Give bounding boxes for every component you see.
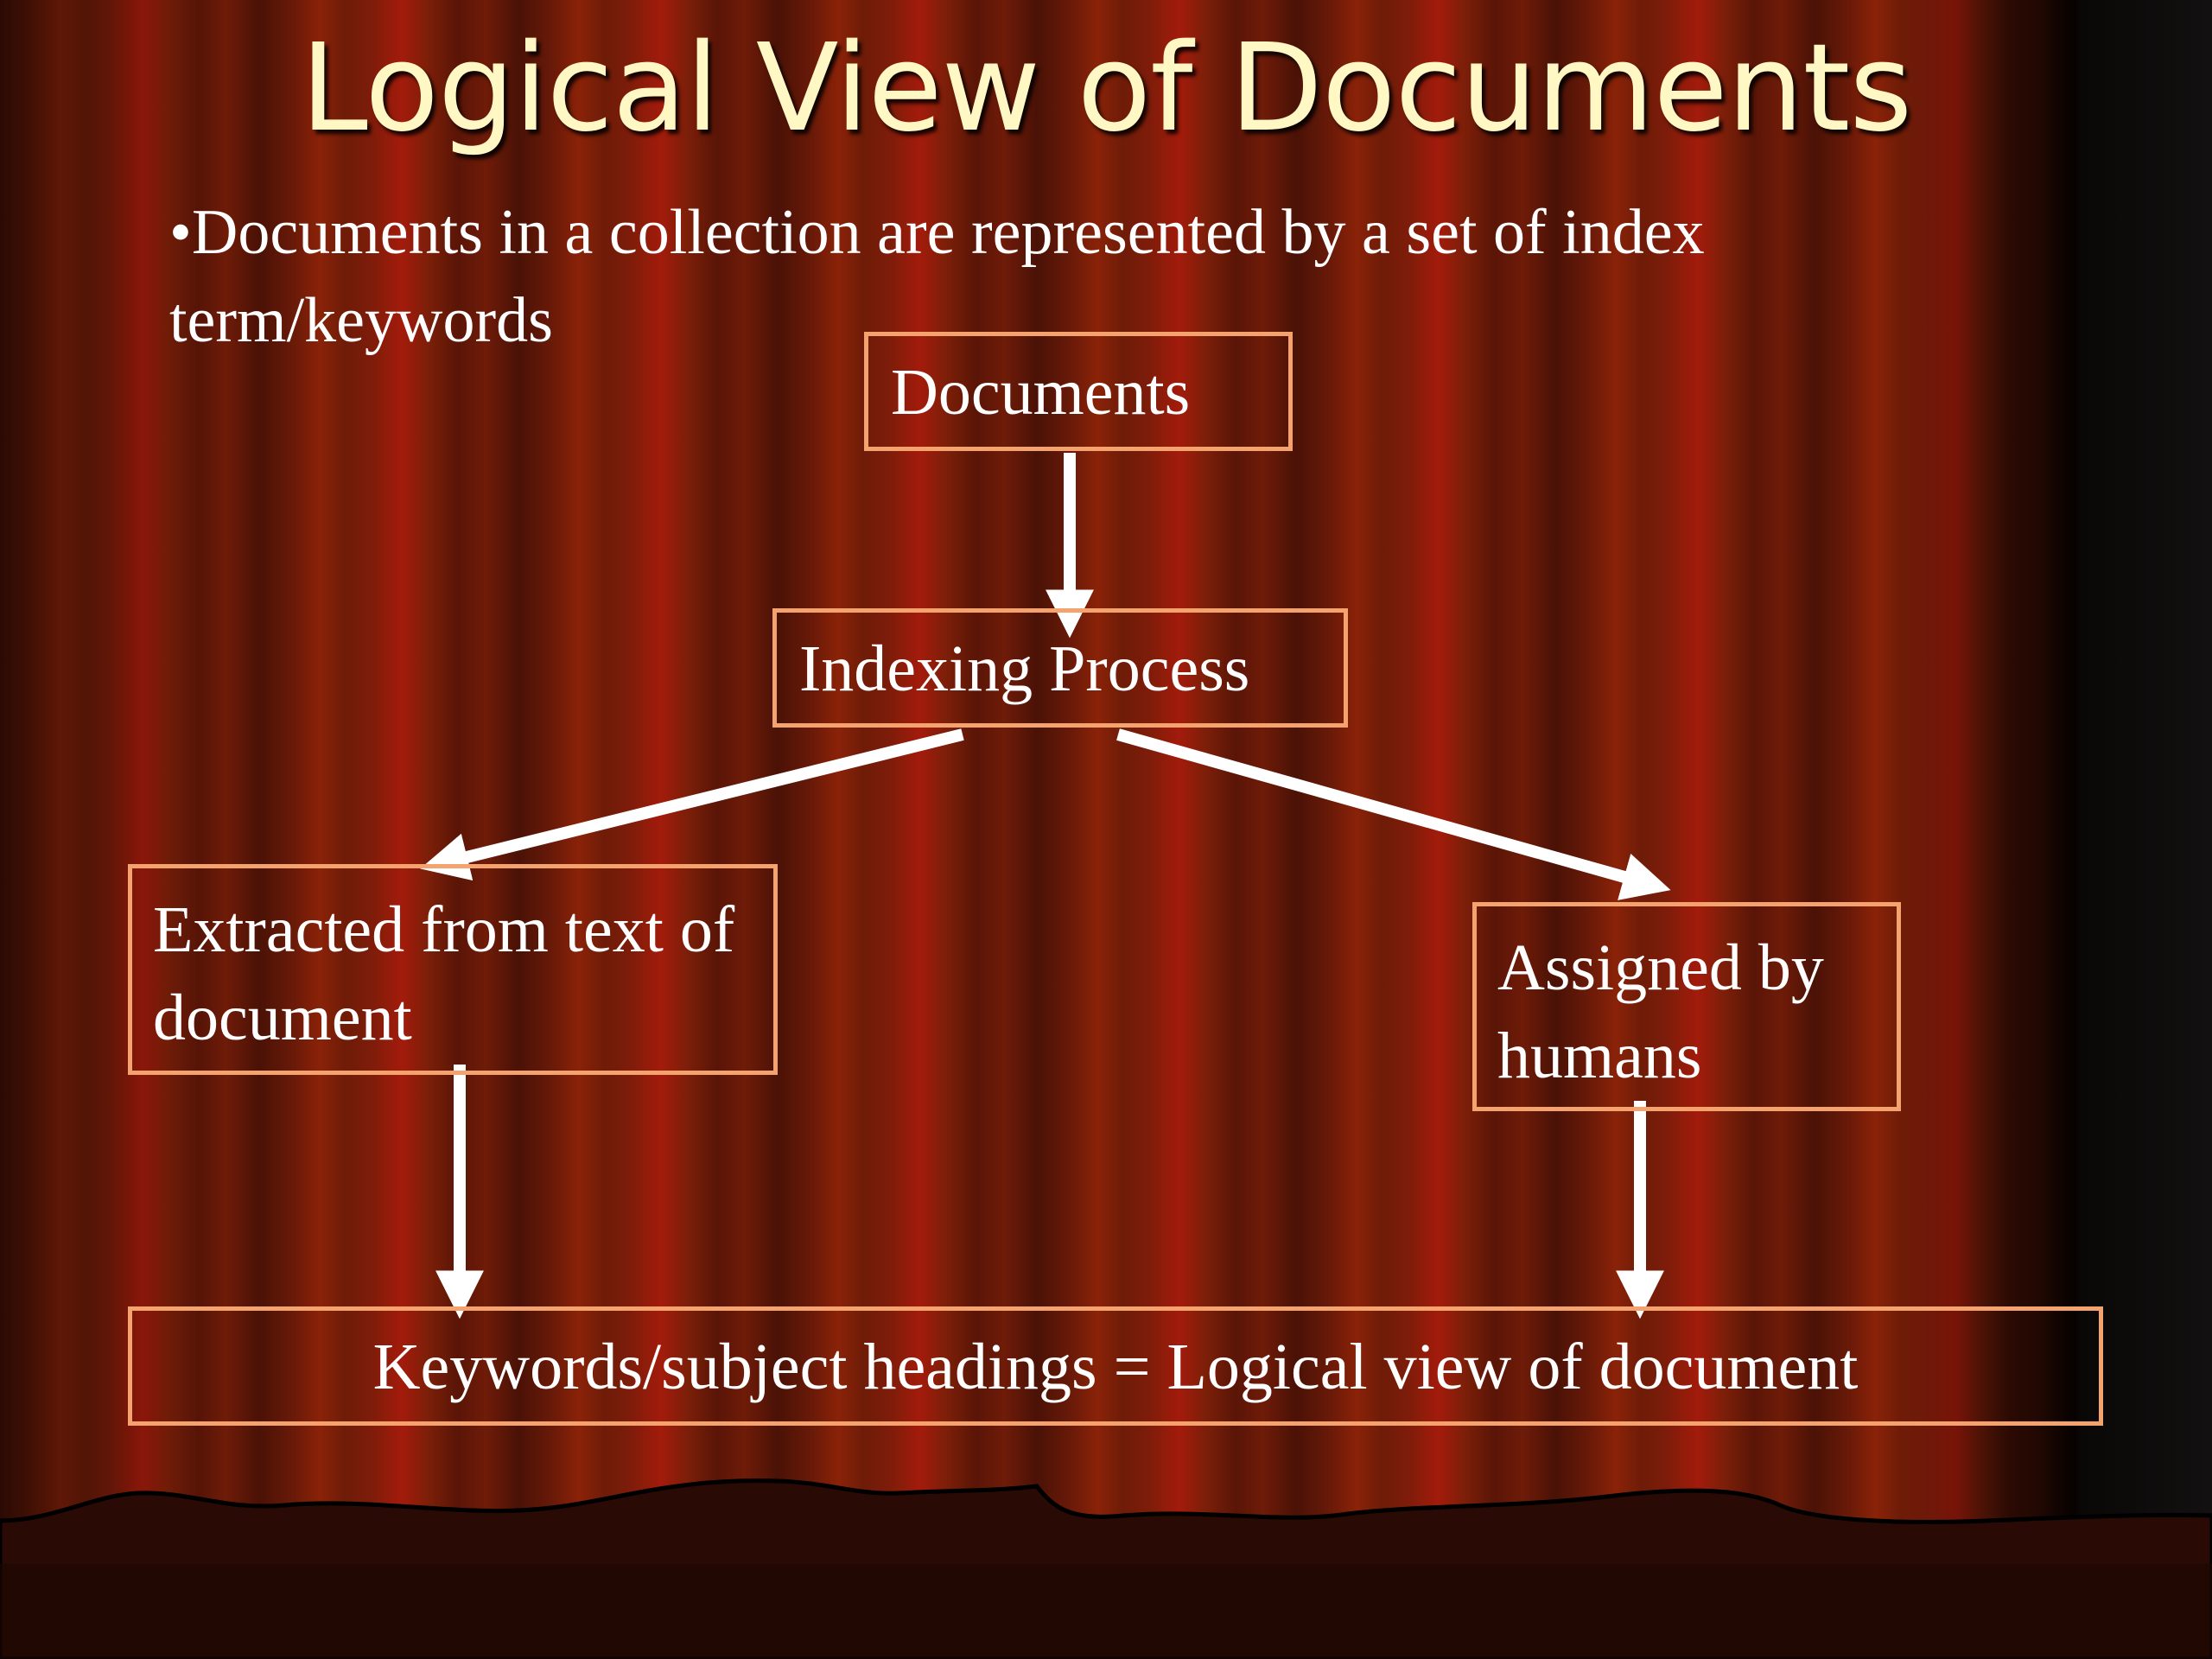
- bullet-text: •Documents in a collection are represent…: [169, 197, 1705, 356]
- arrow-indexing-to-assigned: [1116, 728, 1671, 900]
- node-keywords-label: Keywords/subject headings = Logical view…: [372, 1331, 1859, 1403]
- node-extracted-label: Extracted from text of document: [153, 893, 735, 1054]
- slide-title: Logical View of Documents: [300, 18, 1913, 159]
- curtain-hem: [0, 1478, 2212, 1659]
- node-assigned-by-humans: Assigned by humans: [1472, 902, 1901, 1111]
- node-documents: Documents: [864, 332, 1293, 451]
- node-assigned-label: Assigned by humans: [1497, 931, 1824, 1092]
- node-extracted-from-text: Extracted from text of document: [128, 864, 778, 1075]
- node-indexing-process: Indexing Process: [772, 608, 1348, 728]
- node-indexing-label: Indexing Process: [799, 632, 1250, 705]
- node-logical-view: Keywords/subject headings = Logical view…: [128, 1306, 2103, 1426]
- node-documents-label: Documents: [891, 356, 1191, 429]
- arrow-indexing-to-extracted: [420, 728, 964, 881]
